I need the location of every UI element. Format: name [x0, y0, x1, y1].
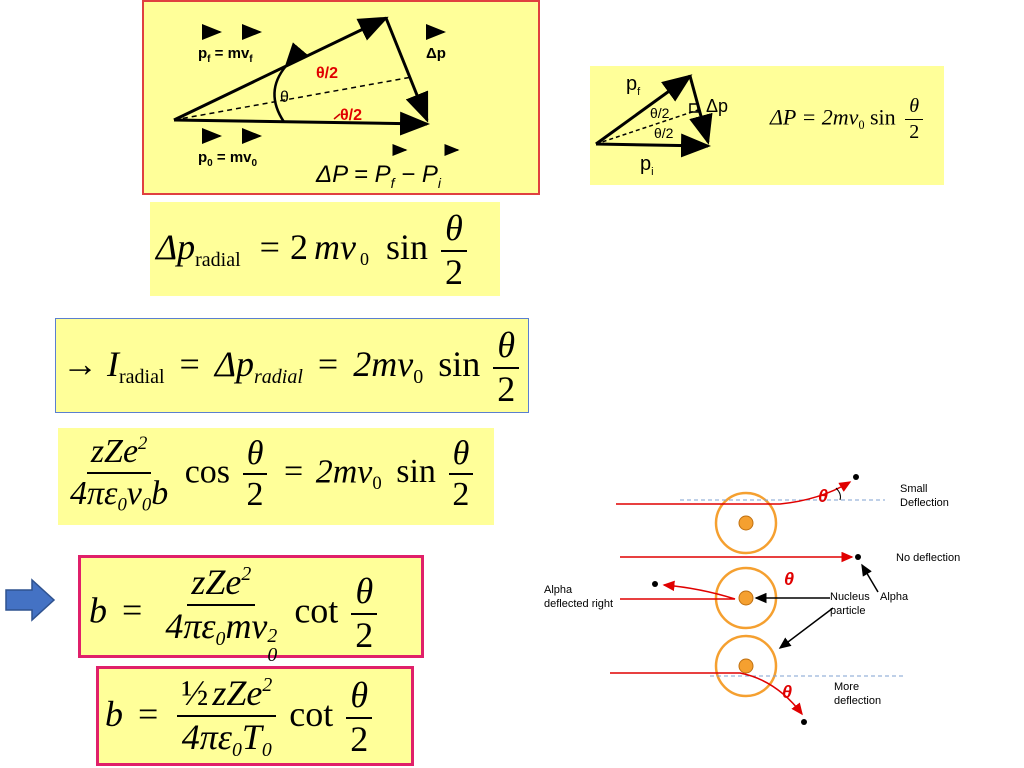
dp-vector — [384, 17, 429, 123]
theta-half-top-2: θ/2 — [650, 105, 670, 121]
vector-diagram-box: pf = mvf Δp θ/2 θ θ/2 p0 = mv0 ΔP = Pf −… — [142, 0, 540, 195]
pf-label: pf = mvf — [198, 45, 253, 65]
p0-label: p0 = mv0 — [198, 149, 258, 169]
pf-vector — [173, 16, 389, 122]
dp-label-2: Δp — [706, 96, 728, 116]
pi-label-2: pi — [640, 153, 654, 178]
no-deflection-label: No deflection — [896, 552, 960, 564]
theta-arc — [273, 42, 309, 123]
theta-label-2: θ — [784, 569, 794, 589]
theta-half-top-label: θ/2 — [316, 65, 338, 82]
dp-label: Δp — [426, 45, 446, 62]
right-arrow-icon — [5, 578, 56, 622]
theta-label: θ — [280, 89, 289, 106]
theta-half-bottom-2: θ/2 — [654, 125, 674, 141]
theta-half-bottom-label: θ/2 — [340, 107, 362, 124]
alpha-label: Alpha — [880, 591, 909, 603]
vector-diagram-2: pf pi Δp θ/2 θ/2 — [595, 73, 728, 178]
bisector-line — [173, 76, 413, 121]
vector-diagram: pf = mvf Δp θ/2 θ θ/2 p0 = mv0 ΔP = Pf −… — [173, 16, 460, 191]
p0-vector — [173, 111, 430, 136]
theta-label-3: θ — [782, 682, 792, 702]
theta-label-1: θ — [818, 486, 828, 506]
delta-p-formula: ΔP = Pf − Pi — [315, 161, 442, 191]
pf-label-2: pf — [626, 73, 641, 98]
